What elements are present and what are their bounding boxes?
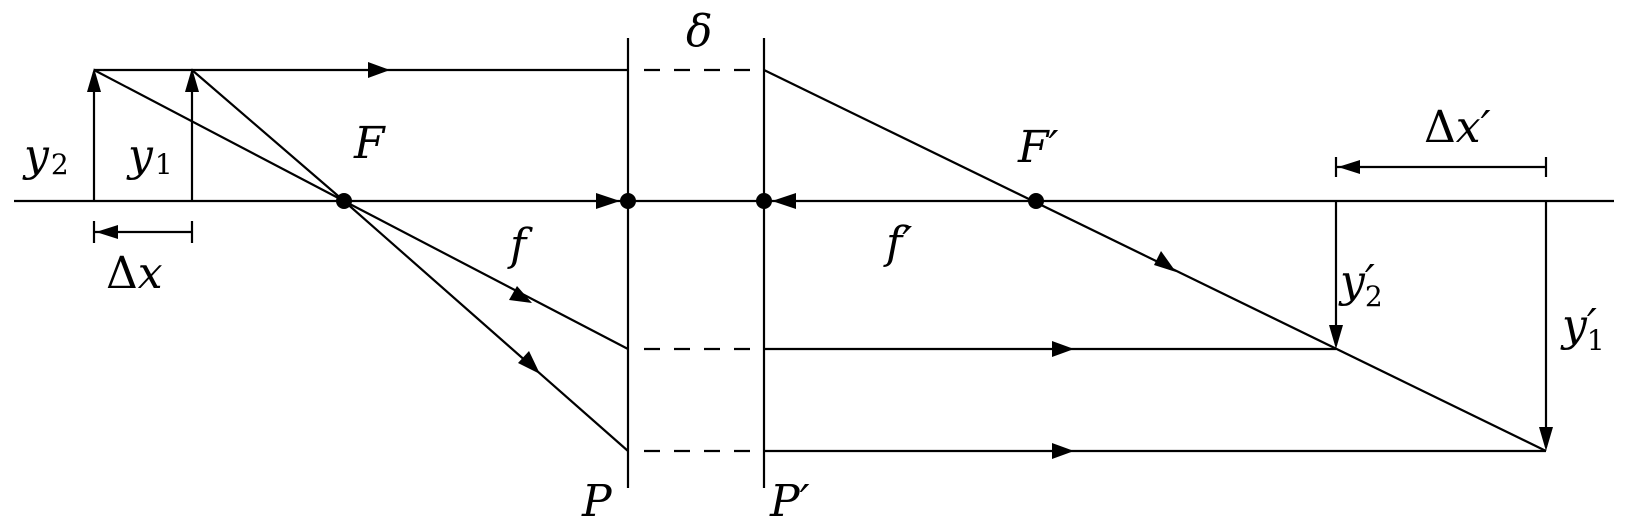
label-plane-p: P [581, 476, 613, 527]
label-f-point: F [353, 118, 386, 169]
label-y2-prime: y′2 [1338, 256, 1383, 313]
ray-y1-through-f [191, 69, 345, 202]
label-y1-prime: y′1 [1560, 300, 1605, 357]
ray-top-arrowhead [368, 62, 390, 78]
label-focal-length-f-prime: f′ [883, 218, 912, 269]
label-plane-p-prime: P′ [769, 476, 810, 527]
label-y2: y2 [22, 130, 69, 181]
label-y1: y1 [126, 130, 173, 181]
image-y1-prime-arrowhead [1539, 427, 1553, 451]
delta-x-arrowhead [96, 225, 118, 239]
delta-x-prime-arrowhead [1338, 160, 1360, 174]
ray-p-prime-through-f-prime [763, 69, 1547, 452]
image-y2-prime-arrowhead [1329, 325, 1343, 349]
object-y2-arrowhead [87, 68, 101, 92]
focal-f-prime-arrowhead [772, 193, 796, 209]
focal-f-arrowhead [596, 193, 620, 209]
label-focal-length-f: f [507, 220, 533, 271]
object-y1-arrowhead [185, 68, 199, 92]
focal-point-f [336, 193, 352, 209]
label-f-prime-point: F′ [1017, 122, 1059, 173]
focal-point-f-prime [1028, 193, 1044, 209]
ray-y2-through-f [93, 69, 345, 202]
ray-f-to-p-middle [343, 200, 629, 350]
principal-point-h-prime [756, 193, 772, 209]
label-delta: δ [686, 6, 713, 57]
principal-point-h [620, 193, 636, 209]
ray-image-bottom-arrowhead [1052, 443, 1074, 459]
ray-f-middle-arrowhead [509, 286, 532, 303]
ray-f-prime-arrowhead [1154, 251, 1176, 272]
label-delta-x: Δx [106, 248, 163, 299]
ray-image-middle-arrowhead [1052, 341, 1074, 357]
ray-f-to-p-bottom [343, 200, 629, 452]
ray-f-bottom-arrowhead [518, 351, 540, 374]
label-delta-x-prime: Δx′ [1424, 102, 1491, 153]
